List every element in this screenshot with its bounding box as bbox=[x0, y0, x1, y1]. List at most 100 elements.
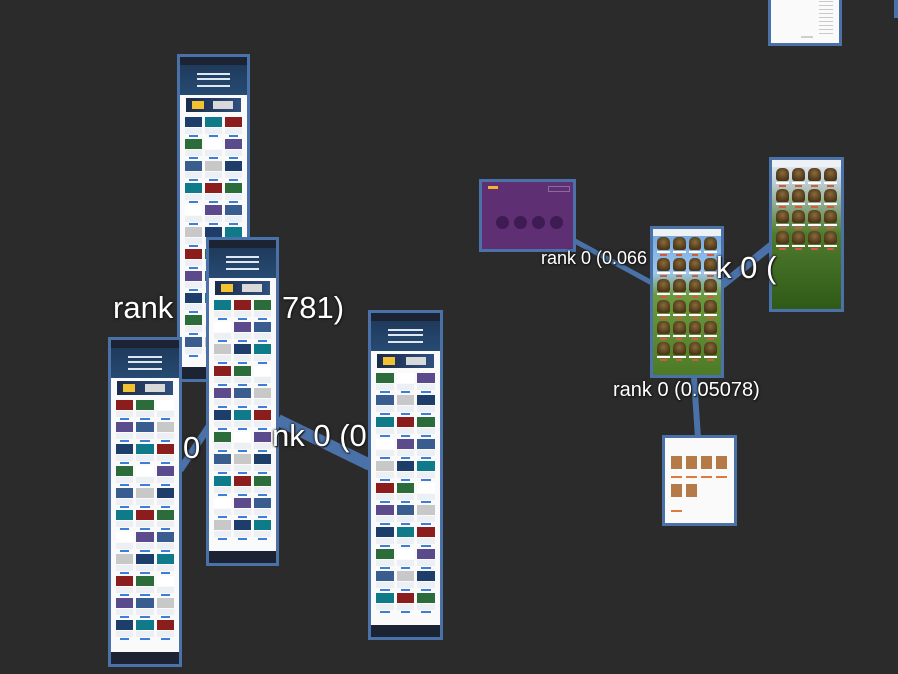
page-hero bbox=[180, 65, 247, 95]
product-card bbox=[792, 189, 805, 208]
orange-tag bbox=[488, 186, 498, 189]
product-card bbox=[792, 210, 805, 229]
button-row bbox=[671, 476, 727, 478]
product-card bbox=[776, 168, 789, 187]
product-card bbox=[808, 189, 821, 208]
product-grid bbox=[371, 371, 440, 617]
product-card bbox=[672, 300, 686, 319]
graph-node-purple-page[interactable] bbox=[479, 179, 576, 252]
product-card bbox=[704, 321, 717, 340]
thumb bbox=[716, 456, 727, 469]
thumb bbox=[671, 456, 682, 469]
thumb bbox=[686, 484, 697, 497]
product-card bbox=[704, 258, 717, 277]
edge-line bbox=[275, 414, 373, 471]
product-card bbox=[776, 231, 789, 250]
page-edge-marker bbox=[894, 0, 898, 18]
page-banner bbox=[186, 98, 241, 112]
product-row bbox=[772, 167, 841, 188]
product-card bbox=[824, 210, 837, 229]
product-row bbox=[772, 230, 841, 251]
page-header bbox=[180, 57, 247, 65]
button bbox=[716, 476, 727, 478]
product-card bbox=[688, 237, 702, 256]
page-banner bbox=[377, 354, 434, 368]
product-card bbox=[672, 321, 686, 340]
product-card bbox=[808, 168, 821, 187]
product-card bbox=[657, 300, 670, 319]
button bbox=[671, 476, 682, 478]
dot bbox=[550, 216, 563, 229]
dot bbox=[514, 216, 527, 229]
dot bbox=[532, 216, 545, 229]
graph-node-shop-page[interactable] bbox=[206, 237, 279, 566]
graph-node-document[interactable] bbox=[768, 0, 842, 46]
dot-row bbox=[496, 216, 563, 229]
product-card bbox=[672, 258, 686, 277]
product-row bbox=[653, 341, 721, 362]
page-header bbox=[772, 160, 841, 167]
product-card bbox=[688, 279, 702, 298]
product-card bbox=[657, 258, 670, 277]
edge-line bbox=[177, 423, 213, 472]
product-card bbox=[657, 237, 670, 256]
thumb-row bbox=[671, 456, 727, 469]
edge-line bbox=[571, 237, 654, 286]
product-card bbox=[792, 168, 805, 187]
graph-node-small-page[interactable] bbox=[662, 435, 737, 526]
page-header bbox=[371, 313, 440, 321]
product-card bbox=[824, 189, 837, 208]
product-row bbox=[653, 320, 721, 341]
thumb-row bbox=[671, 484, 697, 497]
product-row bbox=[653, 299, 721, 320]
product-card bbox=[824, 168, 837, 187]
product-card bbox=[688, 258, 702, 277]
page-header bbox=[653, 229, 721, 236]
page-banner bbox=[117, 381, 173, 395]
product-row bbox=[653, 236, 721, 257]
product-card bbox=[704, 237, 717, 256]
thumb bbox=[671, 484, 682, 497]
page-footer bbox=[371, 625, 440, 637]
product-card bbox=[704, 279, 717, 298]
product-card bbox=[657, 279, 670, 298]
top-outline bbox=[548, 186, 570, 192]
product-card bbox=[808, 210, 821, 229]
product-card bbox=[824, 231, 837, 250]
page-hero bbox=[371, 321, 440, 351]
page-header bbox=[209, 240, 276, 248]
page-footer bbox=[111, 652, 179, 664]
product-card bbox=[704, 342, 717, 361]
edge-line bbox=[691, 377, 701, 439]
page-hero bbox=[111, 348, 179, 378]
product-card bbox=[776, 210, 789, 229]
product-card bbox=[808, 231, 821, 250]
thumb bbox=[686, 456, 697, 469]
product-card bbox=[657, 321, 670, 340]
edge-line bbox=[719, 241, 775, 289]
product-grid bbox=[111, 398, 179, 644]
product-card bbox=[688, 300, 702, 319]
graph-node-pot-page[interactable] bbox=[650, 226, 724, 378]
graph-node-shop-page[interactable] bbox=[108, 337, 182, 667]
product-card bbox=[688, 342, 702, 361]
graph-node-pot-page[interactable] bbox=[769, 157, 844, 312]
product-card bbox=[672, 279, 686, 298]
graph-node-shop-page[interactable] bbox=[368, 310, 443, 640]
product-row bbox=[772, 209, 841, 230]
product-card bbox=[776, 189, 789, 208]
product-card bbox=[792, 231, 805, 250]
page-banner bbox=[215, 281, 270, 295]
page-hero bbox=[209, 248, 276, 278]
product-card bbox=[688, 321, 702, 340]
product-row bbox=[653, 278, 721, 299]
product-grid bbox=[209, 298, 276, 544]
button bbox=[671, 510, 682, 512]
product-card bbox=[672, 237, 686, 256]
product-card bbox=[704, 300, 717, 319]
product-row bbox=[772, 188, 841, 209]
page-footer bbox=[209, 551, 276, 563]
button bbox=[686, 476, 697, 478]
button bbox=[701, 476, 712, 478]
page-header bbox=[111, 340, 179, 348]
